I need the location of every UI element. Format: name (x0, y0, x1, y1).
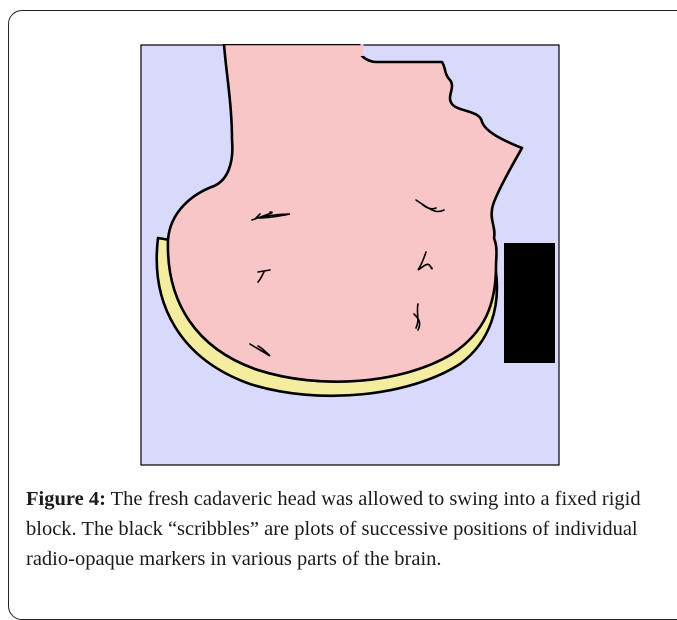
figure-illustration (140, 44, 560, 466)
figure-caption: Figure 4: The fresh cadaveric head was a… (26, 484, 677, 574)
caption-text: The fresh cadaveric head was allowed to … (26, 488, 641, 570)
rigid-block (504, 243, 555, 363)
figure-label: Figure 4: (26, 488, 106, 510)
